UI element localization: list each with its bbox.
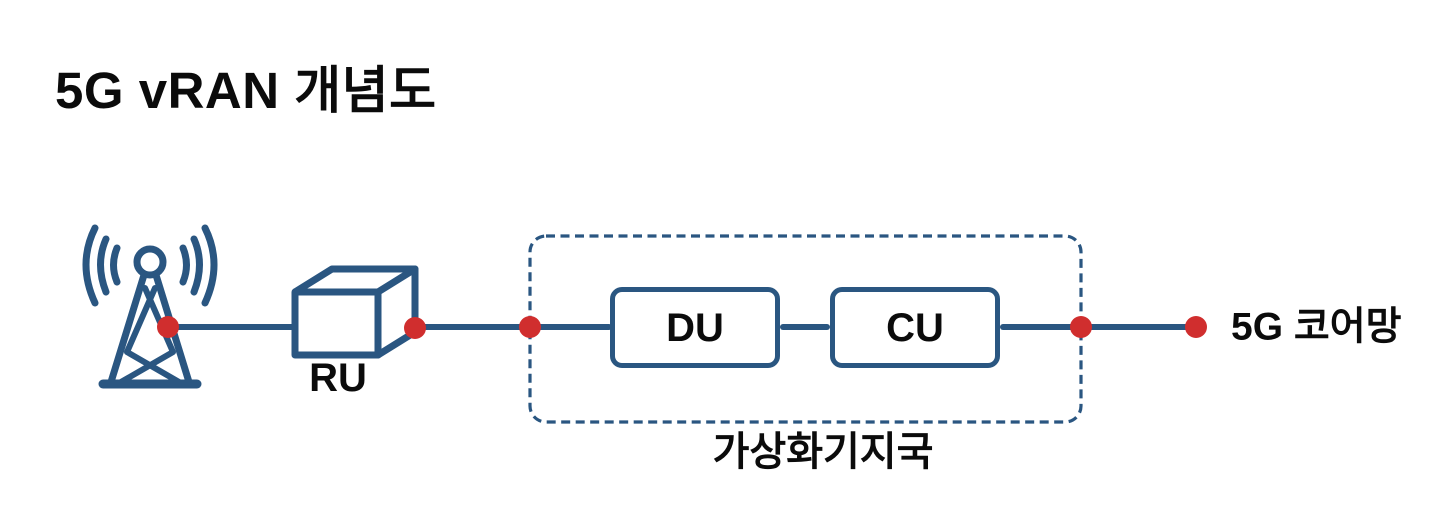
junction-dot-ru [404, 317, 426, 339]
antenna-head [133, 245, 167, 279]
du-node-label: DU [666, 305, 724, 350]
connector-cu-core [1000, 324, 1196, 330]
radio-wave-right-middle [190, 235, 203, 296]
connector-ru-du [420, 324, 612, 330]
cube-top-face [293, 265, 419, 295]
cube-front-face [291, 288, 382, 359]
cell-tower-icon [82, 224, 218, 389]
virtualized-bs-label: 가상화기지국 [712, 430, 934, 474]
radio-wave-right-inner [179, 244, 190, 286]
connector-antenna-ru [168, 324, 296, 330]
junction-dot-core [1185, 316, 1207, 338]
connector-du-cu [780, 324, 830, 330]
du-node: DU [610, 287, 780, 368]
cu-node-label: CU [886, 305, 944, 350]
radio-wave-left-outer [82, 224, 99, 307]
cu-node: CU [830, 287, 1000, 368]
ru-label: RU [309, 356, 367, 400]
radio-wave-left-middle [97, 235, 110, 296]
ru-cube-icon [291, 265, 419, 359]
core-network-label: 5G 코어망 [1231, 305, 1402, 349]
tower-leg-left [107, 271, 148, 386]
page-title: 5G vRAN 개념도 [55, 62, 437, 119]
radio-wave-left-inner [110, 244, 121, 286]
junction-dot-group-right [1070, 316, 1092, 338]
junction-dot-antenna [157, 316, 179, 338]
radio-wave-right-outer [201, 224, 218, 307]
junction-dot-group-left [519, 316, 541, 338]
